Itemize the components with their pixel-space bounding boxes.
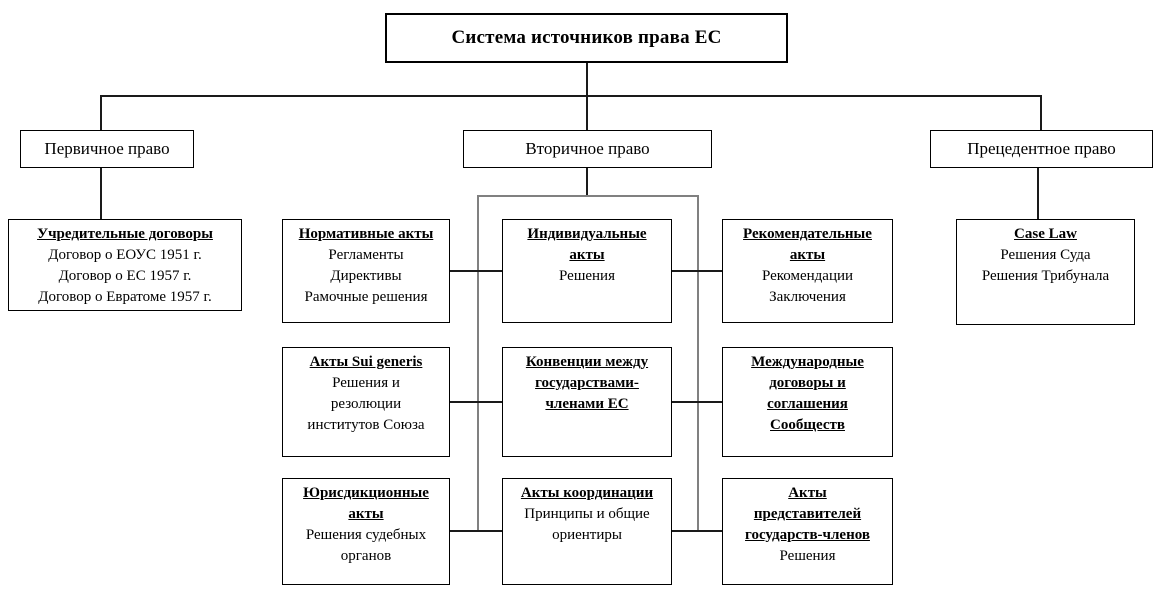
text-line: Директивы xyxy=(330,268,402,284)
branch-label: Вторичное право xyxy=(525,139,650,158)
connector-rail-right xyxy=(697,195,699,532)
connector-title-stub xyxy=(586,63,588,96)
text-line: Договор о ЕС 1957 г. xyxy=(58,268,192,284)
text-line: Решения и xyxy=(332,375,400,391)
diagram-title-box: Система источников права ЕС xyxy=(385,13,788,63)
text-line: Индивидуальные xyxy=(527,226,647,242)
connector-precedent-child xyxy=(1037,167,1039,220)
text-line: Решения судебных xyxy=(305,527,427,543)
text-line: членами ЕС xyxy=(545,396,629,412)
branch-secondary-law: Вторичное право xyxy=(463,130,712,168)
text-line: Международные xyxy=(751,354,864,370)
text-line: Решения Трибунала xyxy=(981,268,1110,284)
text-line: Акты Sui generis xyxy=(309,354,423,370)
node-heading: Конвенции между государствами-членами ЕС xyxy=(503,352,671,415)
connector-primary-child xyxy=(100,167,102,220)
connector-mid-bar xyxy=(477,195,699,197)
node-heading: Акты Sui generis xyxy=(283,352,449,373)
diagram-title: Система источников права ЕС xyxy=(451,27,722,48)
text-line: Акты xyxy=(788,485,827,501)
node-sui-generis-acts: Акты Sui generis Решения и резолюции инсти… xyxy=(282,347,450,457)
node-heading: Индивидуальные акты xyxy=(503,224,671,266)
node-jurisdictional-acts: Юрисдикционные акты Решения судебных орган… xyxy=(282,478,450,585)
text-line: Нормативные акты xyxy=(298,226,434,242)
branch-label: Первичное право xyxy=(44,139,170,158)
node-body: Договор о ЕОУС 1951 г. Договор о ЕС 1957 … xyxy=(9,245,241,308)
node-individual-acts: Индивидуальные акты Решения xyxy=(502,219,672,323)
node-heading: Акты представителей государств-членов xyxy=(723,483,892,546)
connector-drop-secondary xyxy=(586,95,588,131)
text-line: Сообществ xyxy=(770,417,845,433)
text-line: Конвенции между xyxy=(525,354,649,370)
text-line: представителей xyxy=(753,506,862,522)
text-line: Регламенты xyxy=(328,247,404,263)
node-body: Принципы и общие ориентиры xyxy=(503,504,671,546)
node-heading: Нормативные акты xyxy=(283,224,449,245)
branch-label: Прецедентное право xyxy=(967,139,1116,158)
node-heading: Учредительные договоры xyxy=(9,224,241,245)
text-line: Решения Суда xyxy=(1000,247,1091,263)
node-body: Решения судебных органов xyxy=(283,525,449,567)
text-line: Договор о ЕОУС 1951 г. xyxy=(48,247,202,263)
node-body: Решения xyxy=(503,266,671,287)
node-body: Решения и резолюции институтов Союза xyxy=(283,373,449,436)
branch-primary-law: Первичное право xyxy=(20,130,194,168)
text-line: органов xyxy=(340,548,392,564)
text-line: Договор о Евратоме 1957 г. xyxy=(38,289,212,305)
text-line: Решения xyxy=(779,548,836,564)
text-line: ориентиры xyxy=(552,527,622,543)
node-heading: Акты координации xyxy=(503,483,671,504)
node-heading: Case Law xyxy=(957,224,1134,245)
text-line: Рамочные решения xyxy=(304,289,428,305)
connector-row2-left xyxy=(450,401,503,403)
text-line: Учредительные договоры xyxy=(37,226,213,242)
node-heading: Рекомендательные акты xyxy=(723,224,892,266)
text-line: Акты координации xyxy=(520,485,654,501)
node-coordination-acts: Акты координации Принципы и общие ориенти… xyxy=(502,478,672,585)
node-founding-treaties: Учредительные договоры Договор о ЕОУС 19… xyxy=(8,219,242,311)
connector-row3-right xyxy=(672,530,723,532)
connector-rail-left xyxy=(477,195,479,532)
text-line: акты xyxy=(789,247,826,263)
text-line: резолюции xyxy=(330,396,402,412)
text-line: акты xyxy=(569,247,605,263)
text-line: договоры и xyxy=(769,375,846,391)
text-line: Заключения xyxy=(769,289,846,305)
text-line: Принципы и общие xyxy=(524,506,650,522)
text-line: Рекомендательные xyxy=(743,226,872,242)
text-line: акты xyxy=(348,506,384,522)
text-line: Юрисдикционные xyxy=(303,485,429,501)
text-line: Решения xyxy=(559,268,615,284)
text-line: государствами- xyxy=(535,375,639,391)
node-member-state-conventions: Конвенции между государствами-членами ЕС xyxy=(502,347,672,457)
connector-row1-right xyxy=(672,270,723,272)
node-member-states-representatives-acts: Акты представителей государств-членов Реше… xyxy=(722,478,893,585)
connector-row2-right xyxy=(672,401,723,403)
connector-secondary-stub xyxy=(586,167,588,196)
node-heading: Юрисдикционные акты xyxy=(283,483,449,525)
node-body: Решения xyxy=(723,546,892,567)
branch-precedent-law: Прецедентное право xyxy=(930,130,1153,168)
text-line: соглашения xyxy=(767,396,848,412)
text-line: институтов Союза xyxy=(307,417,425,433)
connector-drop-primary xyxy=(100,95,102,131)
text-line: Case Law xyxy=(1014,226,1077,242)
text-line: государств-членов xyxy=(745,527,870,543)
text-line: Рекомендации xyxy=(761,268,854,284)
connector-row1-left xyxy=(450,270,503,272)
connector-drop-precedent xyxy=(1040,95,1042,131)
connector-row3-left xyxy=(450,530,503,532)
connector-top-bar xyxy=(100,95,1041,97)
